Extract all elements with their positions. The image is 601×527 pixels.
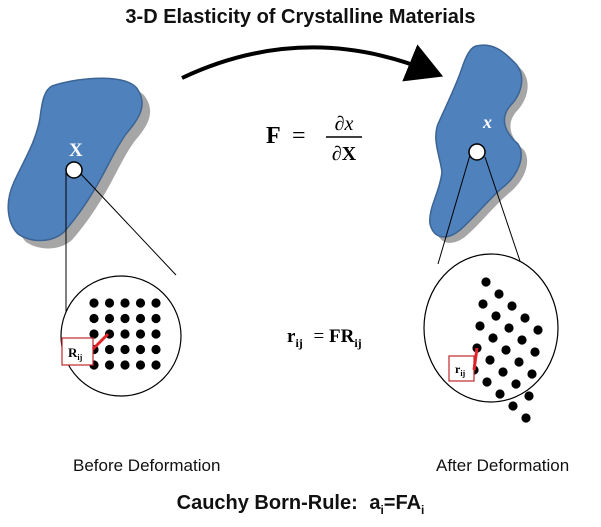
vector-label-box-before: [61, 337, 94, 366]
rule-a-sub: i: [380, 503, 384, 517]
vector-label-box-after: [448, 355, 475, 382]
deformation-gradient-equation: F = ∂x ∂X: [266, 113, 362, 165]
lattice-atom-after: [504, 323, 514, 333]
deformed-body: [429, 44, 523, 238]
lattice-atom-before: [151, 344, 161, 355]
caption-before: Before Deformation: [73, 456, 221, 475]
lattice-after: [469, 277, 543, 423]
equation-lhs: F: [266, 123, 281, 149]
deformation-arrow: [181, 44, 444, 82]
lattice-atom-before: [151, 329, 161, 339]
lattice-atom-before: [120, 360, 130, 370]
lattice-atom-before: [120, 344, 130, 355]
lattice-atom-after: [488, 333, 498, 343]
lattice-atom-before: [135, 313, 146, 324]
lattice-atom-before: [89, 313, 99, 324]
point-label-before: X: [69, 140, 83, 161]
lattice-vector-after: [472, 347, 479, 371]
lattice-atom-before: [135, 298, 146, 308]
lattice-atom-after: [475, 321, 485, 331]
lattice-atom-after: [524, 391, 534, 401]
lattice-atom-after: [520, 313, 530, 323]
mapping-lhs-sub: ij: [295, 336, 302, 350]
lattice-atom-before: [120, 298, 130, 308]
lattice-atom-before: [89, 298, 99, 308]
vector-label-after-sub: ij: [460, 369, 465, 378]
mapping-lhs: r: [287, 326, 296, 347]
lattice-atom-after: [494, 289, 504, 299]
lattice-atom-before: [151, 298, 161, 308]
lattice-atom-after: [481, 277, 491, 287]
lattice-before: [89, 298, 161, 370]
lattice-atom-after: [507, 301, 517, 311]
lattice-atom-before: [89, 329, 99, 339]
equation-numerator: ∂x: [335, 113, 354, 135]
material-point-before: [65, 161, 83, 179]
rule-A-sub: i: [421, 503, 425, 517]
lattice-atom-after: [491, 311, 501, 321]
lattice-atom-after: [517, 335, 527, 345]
lattice-atom-after: [514, 357, 524, 367]
lattice-atom-before: [104, 298, 115, 308]
zoom-line-right-outer: [437, 154, 471, 265]
mapping-rhs: FR: [329, 326, 355, 347]
lattice-atom-after: [511, 379, 521, 389]
lattice-atom-before: [104, 360, 115, 370]
lattice-atom-before: [104, 313, 115, 324]
rule-eq: =FA: [383, 492, 422, 514]
lattice-atom-after: [501, 345, 511, 355]
undeformed-body: [7, 77, 143, 242]
vector-label-before-sub: ij: [77, 353, 82, 362]
lattice-atom-before: [151, 360, 161, 370]
rule-a: a: [369, 492, 381, 514]
lattice-atom-after: [527, 369, 537, 379]
vector-label-before: Rij: [68, 345, 83, 362]
lattice-vector-before: [91, 332, 110, 351]
lattice-atom-after: [530, 347, 540, 357]
point-label-after: x: [482, 112, 492, 132]
zoom-line-right-inner: [484, 156, 522, 265]
lattice-atom-after: [478, 299, 488, 309]
equation-denominator: ∂X: [332, 143, 357, 165]
lattice-atom-after: [508, 401, 518, 411]
lattice-atom-before: [135, 329, 146, 339]
cauchy-born-rule: Cauchy Born-Rule: ai=FAi: [0, 492, 601, 517]
zoom-line-left-inner: [79, 172, 177, 276]
equation-equals: =: [292, 123, 306, 149]
page-title: 3-D Elasticity of Crystalline Materials: [125, 6, 476, 28]
lattice-atom-before: [104, 344, 115, 355]
lattice-atom-after: [521, 413, 531, 423]
lattice-atom-after: [533, 325, 543, 335]
mapping-equation: rij = FRij: [287, 326, 362, 350]
lattice-atom-after: [498, 367, 508, 377]
lattice-atom-after: [485, 355, 495, 365]
lattice-atom-after: [495, 389, 505, 399]
vector-label-after-main: r: [455, 362, 461, 376]
lattice-atom-before: [135, 360, 146, 370]
lattice-atom-before: [120, 329, 130, 339]
lattice-atom-before: [120, 313, 130, 324]
lattice-atom-before: [151, 313, 161, 324]
mapping-rhs-sub: ij: [354, 336, 361, 350]
material-point-after: [468, 143, 486, 161]
vector-label-before-main: R: [68, 345, 78, 360]
vector-label-after: rij: [455, 362, 466, 378]
caption-after: After Deformation: [436, 456, 570, 475]
rule-name: Cauchy Born-Rule:: [176, 492, 358, 514]
lattice-atom-before: [135, 344, 146, 355]
lattice-atom-after: [482, 377, 492, 387]
